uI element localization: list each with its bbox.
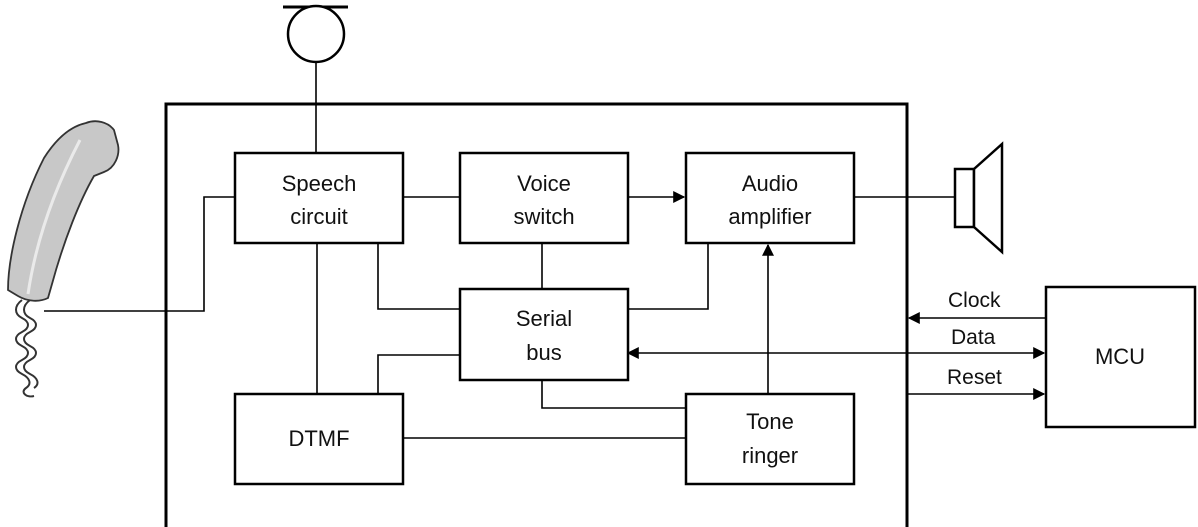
microphone-icon xyxy=(283,4,348,153)
audio-amplifier-label-1: Audio xyxy=(742,171,798,196)
tone-ringer-block: Tone ringer xyxy=(684,392,856,486)
data-signal-label: Data xyxy=(951,326,996,349)
dtmf-label: DTMF xyxy=(288,426,349,451)
voice-switch-label-1: Voice xyxy=(517,171,571,196)
clock-signal-label: Clock xyxy=(948,289,1001,312)
audio-amplifier-label-2: amplifier xyxy=(728,204,811,229)
speech-circuit-label-2: circuit xyxy=(290,204,347,229)
handset-icon xyxy=(7,120,235,398)
speech-circuit-block: Speech circuit xyxy=(233,151,405,245)
reset-signal-label: Reset xyxy=(947,366,1002,389)
serial-bus-block: Serial bus xyxy=(458,287,630,382)
serial-bus-label-1: Serial xyxy=(516,306,572,331)
connection-wires xyxy=(316,191,1046,439)
serial-bus-label-2: bus xyxy=(526,340,561,365)
speech-circuit-label-1: Speech xyxy=(282,171,357,196)
tone-ringer-label-1: Tone xyxy=(746,409,794,434)
audio-amplifier-block: Audio amplifier xyxy=(684,151,856,245)
tone-ringer-label-2: ringer xyxy=(742,443,798,468)
speaker-icon xyxy=(953,141,1004,255)
mcu-block: MCU xyxy=(1044,285,1197,429)
mcu-label: MCU xyxy=(1095,344,1145,369)
dtmf-block: DTMF xyxy=(233,392,405,486)
voice-switch-label-2: switch xyxy=(513,204,574,229)
voice-switch-block: Voice switch xyxy=(458,151,630,245)
ic-frame xyxy=(164,102,909,527)
